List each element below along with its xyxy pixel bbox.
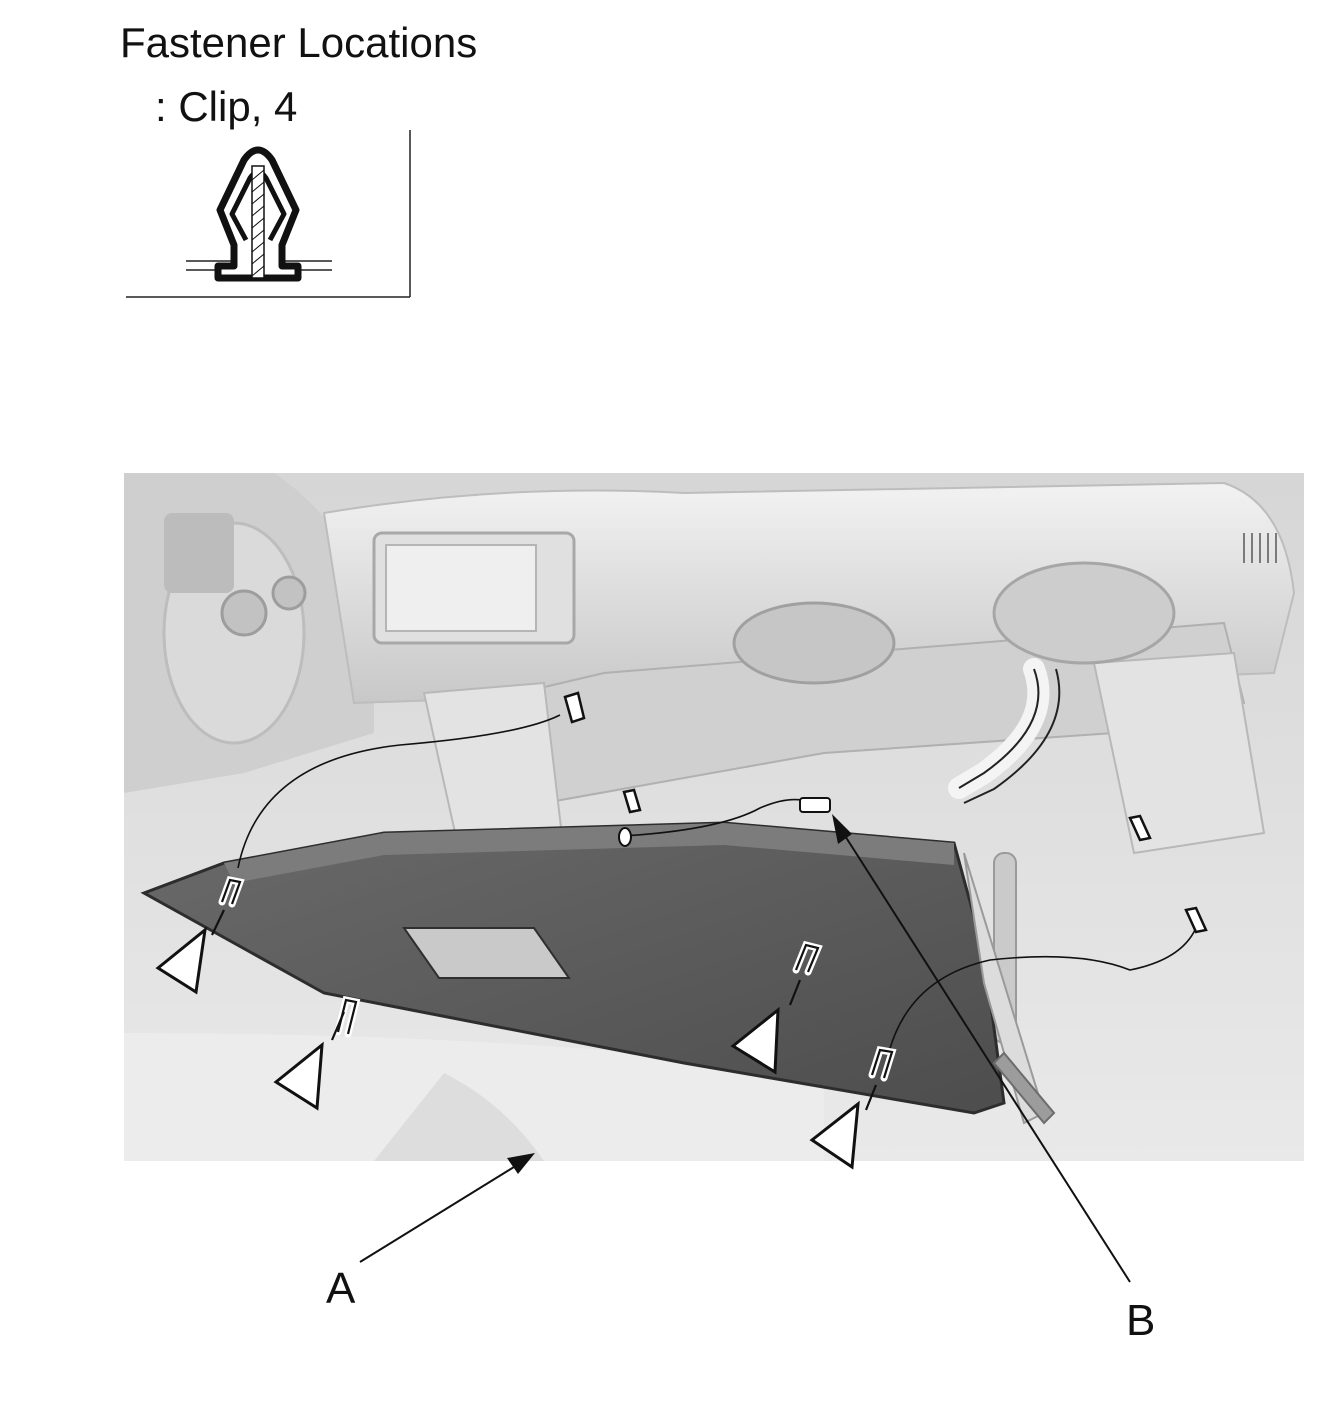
push-clip-icon (126, 130, 411, 298)
leader-line-a (359, 1161, 523, 1263)
callout-label-a: A (326, 1264, 356, 1313)
fastener-type-label: : Clip, 4 (155, 83, 298, 130)
callout-label-b: B (1126, 1296, 1156, 1345)
page-title: Fastener Locations (120, 19, 478, 66)
dashboard-glovebox-illustration (124, 473, 1304, 1161)
